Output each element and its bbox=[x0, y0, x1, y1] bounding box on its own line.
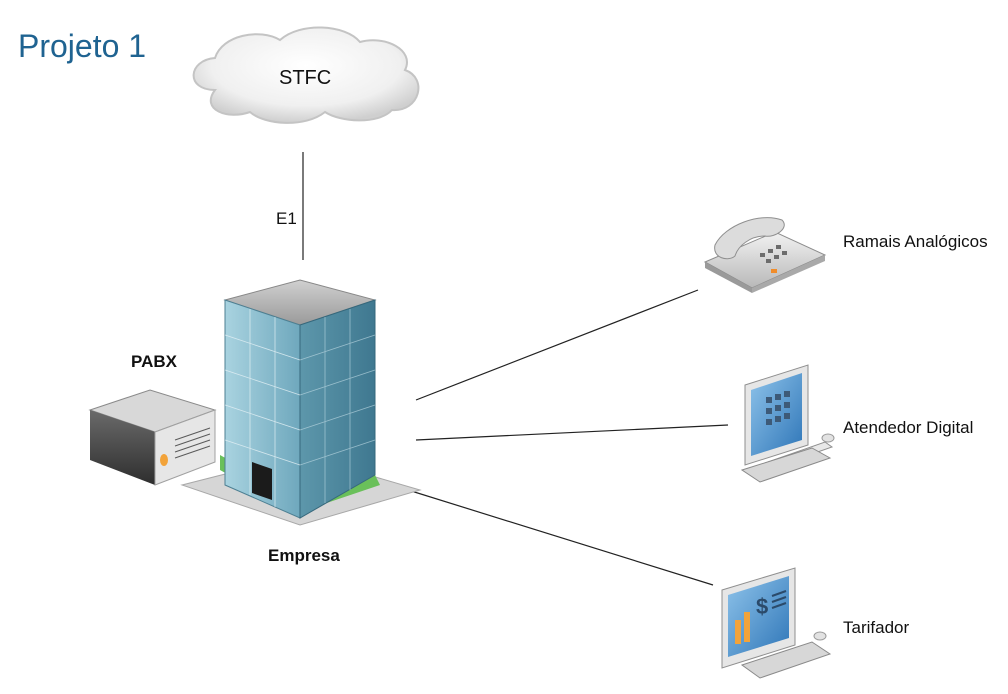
e1-link-label: E1 bbox=[276, 209, 297, 228]
building-label: Empresa bbox=[268, 546, 340, 565]
link-line-billing bbox=[407, 489, 714, 586]
billing-label: Tarifador bbox=[843, 618, 910, 637]
diagram-title: Projeto 1 bbox=[18, 28, 147, 64]
svg-text:$: $ bbox=[756, 594, 768, 619]
pabx-icon bbox=[88, 389, 217, 486]
phone-label: Ramais Analógicos bbox=[843, 232, 988, 251]
link-line-phone bbox=[415, 289, 699, 401]
attendant-label: Atendedor Digital bbox=[843, 418, 974, 437]
attendant-computer-icon bbox=[740, 364, 835, 483]
connections bbox=[302, 152, 729, 586]
link-line-attendant bbox=[415, 424, 729, 441]
cloud-label: STFC bbox=[279, 67, 332, 89]
billing-computer-icon: $ bbox=[721, 567, 832, 679]
cloud-icon bbox=[192, 26, 420, 124]
building-icon bbox=[180, 279, 422, 526]
phone-icon bbox=[703, 217, 827, 293]
pabx-label: PABX bbox=[131, 352, 177, 371]
